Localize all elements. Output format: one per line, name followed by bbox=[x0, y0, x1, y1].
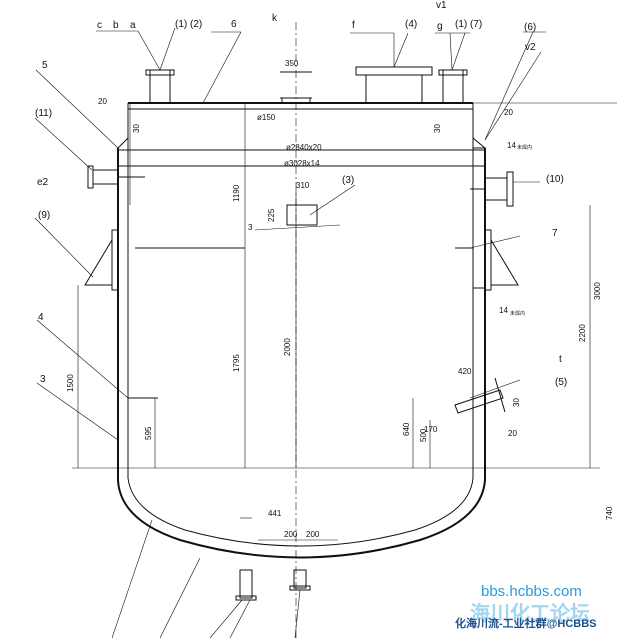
label-3-small: 3 bbox=[248, 223, 253, 232]
label-4: (4) bbox=[405, 19, 417, 30]
dim-20-left: 20 bbox=[98, 97, 107, 106]
label-t: t bbox=[559, 354, 562, 365]
dim-200-left: 200 bbox=[284, 530, 298, 539]
label-11: (11) bbox=[35, 108, 52, 119]
label-6-circled: (6) bbox=[524, 22, 536, 33]
dim-441: 441 bbox=[268, 509, 282, 518]
label-b: b bbox=[113, 20, 119, 31]
label-5: 5 bbox=[42, 60, 48, 71]
dim-225: 225 bbox=[267, 208, 276, 222]
vessel-outline bbox=[72, 102, 617, 559]
label-4-baffle: 4 bbox=[38, 312, 44, 323]
label-a: a bbox=[130, 20, 136, 31]
dim-1500: 1500 bbox=[66, 374, 75, 392]
side-nozzles bbox=[84, 147, 519, 601]
dim-2200: 2200 bbox=[578, 324, 587, 342]
label-5-circled: (5) bbox=[555, 377, 567, 388]
leaders bbox=[34, 27, 546, 638]
dim-595: 595 bbox=[144, 426, 153, 440]
label-g: g bbox=[437, 21, 443, 32]
dim-plate: ø2840x20 bbox=[286, 143, 322, 152]
label-9: (9) bbox=[38, 210, 50, 221]
watermark-url: bbs.hcbbs.com bbox=[481, 583, 582, 600]
dim-1190: 1190 bbox=[232, 184, 241, 202]
watermark-footer: 化海川流-工业社群@HCBBS bbox=[455, 616, 597, 630]
dim-500: 500 bbox=[419, 428, 428, 442]
top-nozzles bbox=[145, 66, 468, 104]
dim-420: 420 bbox=[458, 367, 472, 376]
dim-350: 350 bbox=[285, 59, 299, 68]
label-1-7: (1) (7) bbox=[455, 19, 482, 30]
label-k: k bbox=[272, 13, 278, 24]
dim-150: ø150 bbox=[257, 113, 276, 122]
label-10: (10) bbox=[546, 174, 564, 185]
dim-30-right: 30 bbox=[433, 124, 442, 133]
dim-310: 310 bbox=[296, 181, 310, 190]
annotation-text: c b a (1) (2) 6 k f (4) v1 g (1) (7) (6)… bbox=[35, 0, 614, 630]
label-14-top: 14 bbox=[507, 141, 516, 150]
watermark-brand: 海川化工论坛 bbox=[470, 601, 590, 625]
dim-30-slant: 30 bbox=[512, 398, 521, 407]
dim-640: 640 bbox=[402, 422, 411, 436]
label-c: c bbox=[97, 20, 102, 31]
dim-170: 170 bbox=[424, 425, 438, 434]
label-e2: e2 bbox=[37, 177, 49, 188]
label-3-tray: (3) bbox=[342, 175, 354, 186]
dim-1795: 1795 bbox=[232, 354, 241, 372]
label-14-bottom: 14 bbox=[499, 306, 508, 315]
label-3-shell: 3 bbox=[40, 374, 46, 385]
dim-shell: ø3028x14 bbox=[284, 159, 320, 168]
dim-2000: 2000 bbox=[283, 338, 292, 356]
label-6: 6 bbox=[231, 19, 237, 30]
dim-740: 740 bbox=[605, 506, 614, 520]
label-1-2: (1) (2) bbox=[175, 19, 202, 30]
dim-30-left: 30 bbox=[132, 124, 141, 133]
label-v2: v2 bbox=[525, 42, 536, 53]
label-v1: v1 bbox=[436, 0, 447, 11]
weld-note-top: 未焊内 bbox=[517, 144, 532, 151]
dim-3000: 3000 bbox=[593, 282, 602, 300]
dim-20-right: 20 bbox=[504, 108, 513, 117]
label-7: 7 bbox=[552, 228, 558, 239]
weld-note-bottom: 未焊内 bbox=[510, 310, 525, 317]
dim-20-lower: 20 bbox=[508, 429, 517, 438]
dimension-lines bbox=[77, 103, 591, 541]
dim-200-right: 200 bbox=[306, 530, 320, 539]
label-f: f bbox=[352, 20, 355, 31]
